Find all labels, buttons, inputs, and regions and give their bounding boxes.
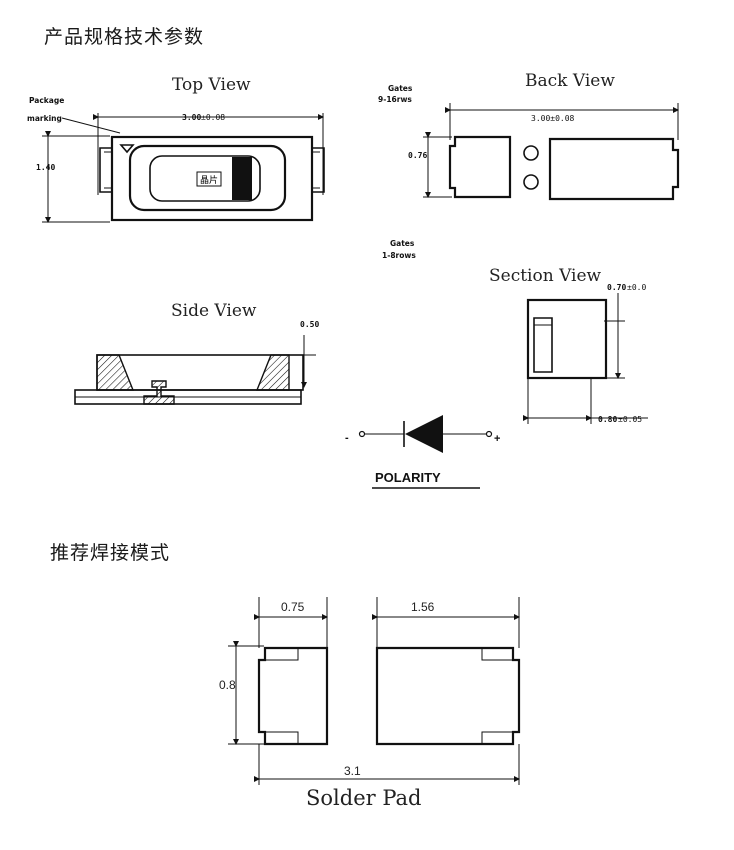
top-lens-outer bbox=[128, 144, 287, 212]
top-width-tol: ±0.08 bbox=[201, 113, 225, 122]
package-marking-note-line1: Package bbox=[29, 96, 64, 105]
side-view-label: Side View bbox=[171, 301, 257, 321]
back-dot-top bbox=[523, 145, 539, 161]
side-height-value: 0.50 bbox=[300, 320, 319, 329]
gates-bottom-line1: Gates bbox=[390, 239, 415, 248]
polarity-minus: - bbox=[345, 432, 349, 444]
polarity-symbol: - + POLARITY bbox=[345, 415, 500, 489]
side-left-hatch bbox=[96, 354, 135, 391]
specs-section-title: 产品规格技术参数 bbox=[44, 26, 205, 48]
section-view-label: Section View bbox=[489, 266, 602, 286]
section-width-value: 0.80 bbox=[598, 415, 617, 424]
pad-long-value: 1.56 bbox=[411, 600, 435, 614]
diode-triangle bbox=[405, 415, 443, 453]
solder-section-title: 推荐焊接模式 bbox=[50, 542, 171, 564]
pad-width-value: 0.75 bbox=[281, 600, 305, 614]
top-height-value: 1.40 bbox=[36, 163, 55, 172]
section-view: Section View 0.70 ±0.0 0.80 ±0.05 bbox=[489, 266, 648, 424]
side-center-post bbox=[143, 380, 175, 405]
top-view: Top View Package marking 3.00 ±0.08 1.40… bbox=[27, 75, 325, 223]
back-width-value: 3.00±0.08 bbox=[531, 114, 575, 123]
solder-pad-right bbox=[375, 646, 521, 746]
chip-label: 晶片 bbox=[200, 174, 218, 186]
top-width-value: 3.00 bbox=[182, 113, 201, 122]
gates-top-line2: 9-16rws bbox=[378, 95, 412, 104]
solder-pad-title: Solder Pad bbox=[306, 786, 421, 810]
polarity-mark bbox=[119, 144, 135, 154]
top-left-terminal bbox=[99, 147, 112, 193]
pad-total-value: 3.1 bbox=[344, 764, 361, 778]
section-height-tol: ±0.0 bbox=[627, 283, 646, 292]
top-lens-inner bbox=[149, 155, 261, 202]
back-left-pad bbox=[448, 135, 512, 199]
section-width-tol: ±0.05 bbox=[618, 415, 642, 424]
back-view: Back View Gates 9-16rws 3.00±0.08 0.76 G… bbox=[378, 71, 680, 260]
polarity-terminal-right bbox=[485, 430, 493, 438]
polarity-terminal-left bbox=[358, 430, 366, 438]
package-marking-leader bbox=[61, 117, 121, 134]
back-view-label: Back View bbox=[525, 71, 615, 91]
top-cathode-bar bbox=[232, 157, 252, 200]
package-marking-note-line2: marking bbox=[27, 114, 62, 123]
gates-top-line1: Gates bbox=[388, 84, 413, 93]
side-right-hatch bbox=[255, 354, 290, 391]
pad-height-value: 0.8 bbox=[219, 678, 236, 692]
top-view-label: Top View bbox=[172, 75, 251, 95]
top-terminal-inner-lines bbox=[104, 151, 320, 189]
section-body bbox=[526, 298, 608, 380]
polarity-plus: + bbox=[494, 433, 500, 445]
side-view: Side View 0.50 bbox=[74, 301, 319, 405]
polarity-label: POLARITY bbox=[375, 470, 441, 485]
solder-pad-right-notch bbox=[481, 648, 513, 744]
solder-pad-left bbox=[257, 646, 329, 746]
top-right-terminal bbox=[312, 147, 325, 193]
back-right-pad bbox=[548, 137, 680, 201]
back-height-value: 0.76 bbox=[408, 151, 427, 160]
top-body-outline bbox=[110, 135, 314, 222]
back-dot-bottom bbox=[523, 174, 539, 190]
solder-pad-diagram: 0.75 1.56 0.8 3.1 Solder Pad bbox=[219, 597, 521, 810]
solder-pad-left-notch bbox=[265, 648, 299, 744]
section-inner-frame bbox=[533, 317, 553, 373]
gates-bottom-line2: 1-8rows bbox=[382, 251, 416, 260]
chip-box bbox=[196, 171, 222, 187]
section-height-value: 0.70 bbox=[607, 283, 626, 292]
